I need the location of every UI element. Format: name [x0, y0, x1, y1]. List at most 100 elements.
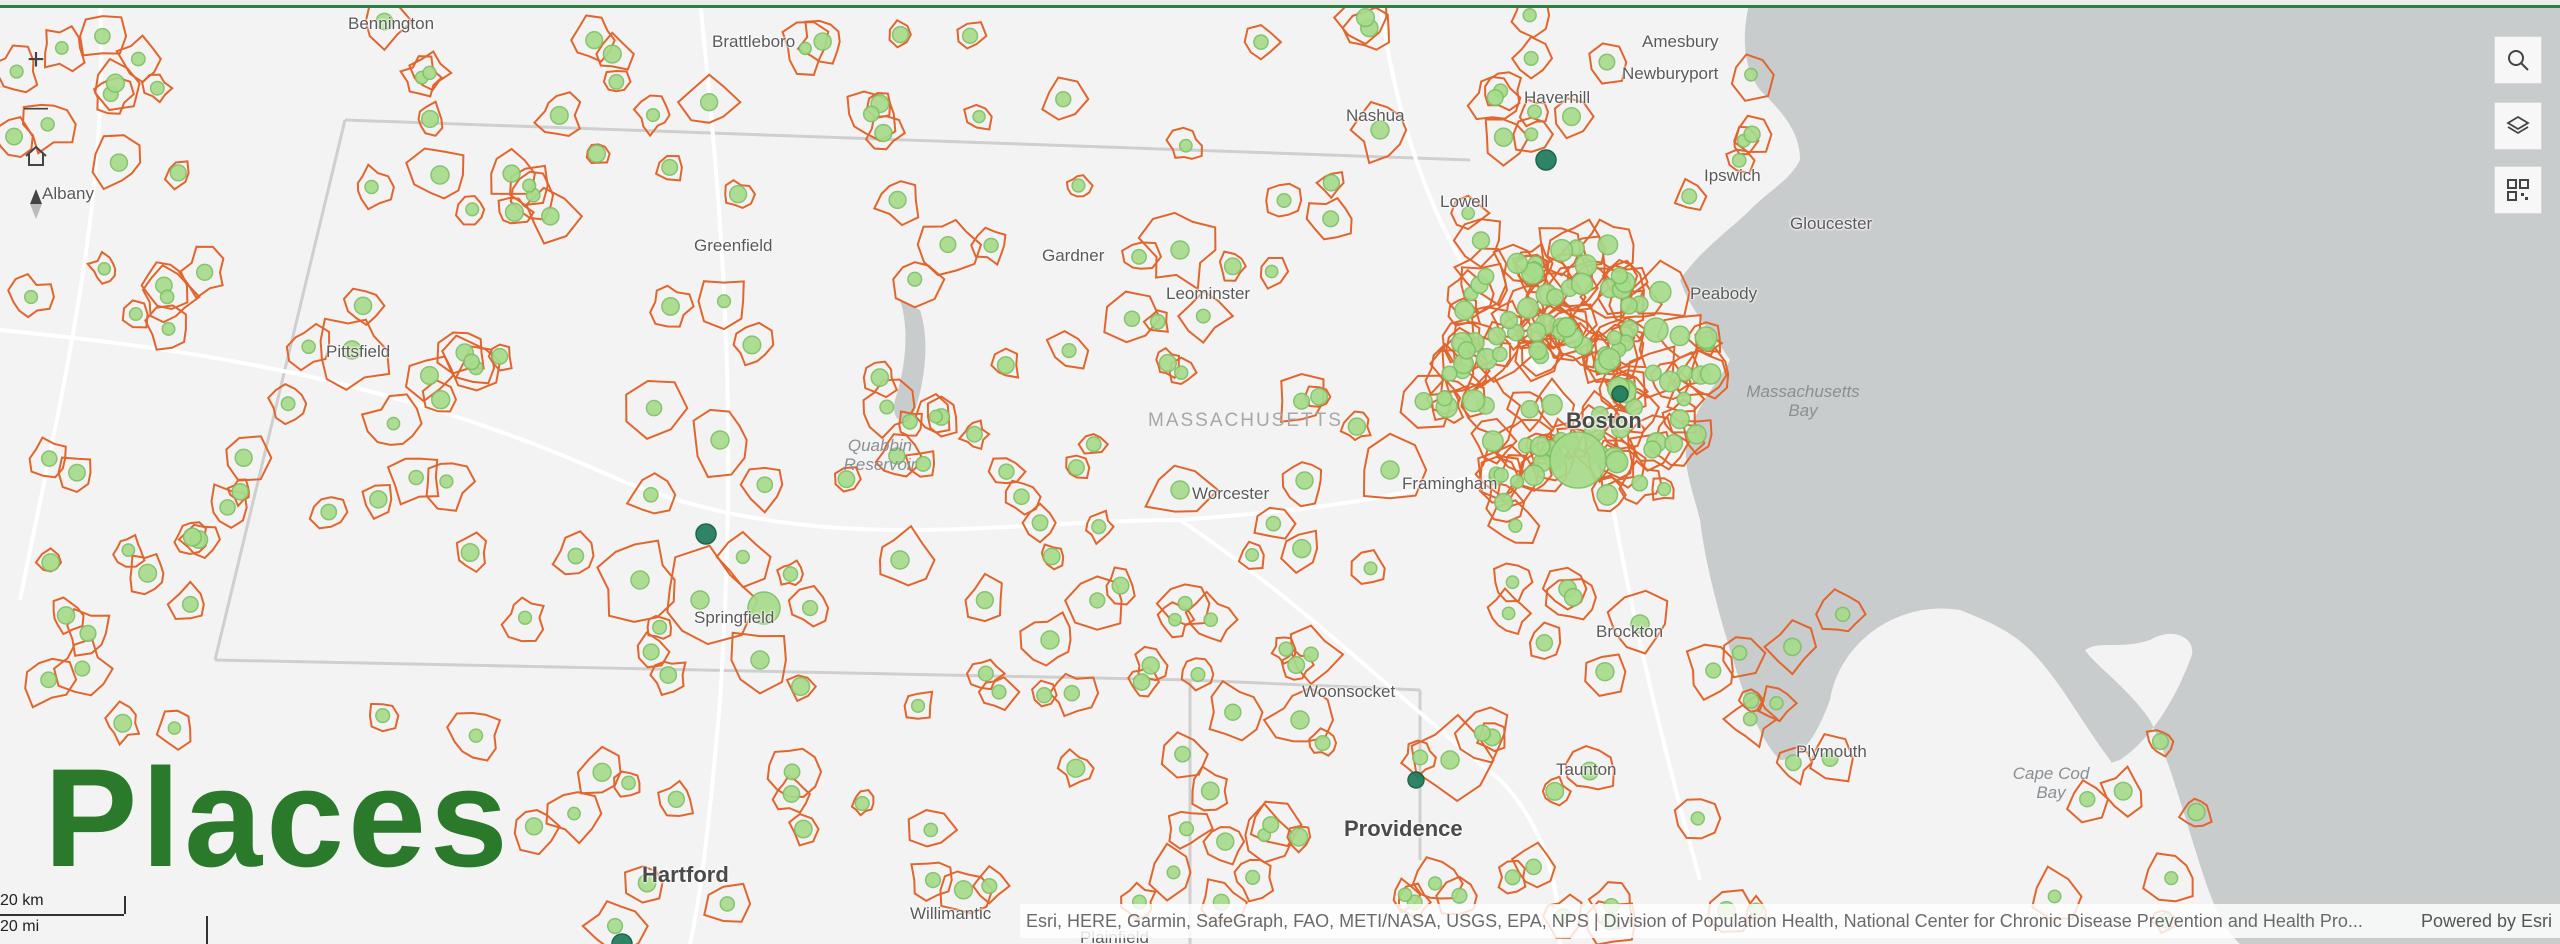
place-marker[interactable]: [1501, 606, 1516, 621]
place-marker[interactable]: [611, 933, 633, 944]
zoom-in-button[interactable]: +: [27, 43, 45, 76]
place-marker[interactable]: [813, 32, 832, 51]
place-marker[interactable]: [517, 610, 533, 625]
place-marker[interactable]: [587, 144, 607, 164]
place-marker[interactable]: [695, 523, 717, 545]
place-marker[interactable]: [1694, 326, 1718, 350]
place-marker[interactable]: [645, 107, 661, 123]
place-marker[interactable]: [1516, 296, 1540, 320]
place-marker[interactable]: [1166, 865, 1181, 880]
place-marker[interactable]: [801, 599, 819, 617]
place-marker[interactable]: [549, 105, 569, 125]
place-marker[interactable]: [1556, 317, 1577, 338]
place-marker[interactable]: [1322, 210, 1340, 228]
place-marker[interactable]: [1289, 827, 1309, 847]
place-marker[interactable]: [915, 455, 932, 472]
place-marker[interactable]: [1473, 724, 1491, 742]
place-marker[interactable]: [1504, 869, 1521, 886]
place-marker[interactable]: [1605, 450, 1629, 474]
place-marker[interactable]: [2113, 781, 2133, 801]
place-marker[interactable]: [1287, 655, 1306, 675]
place-marker[interactable]: [280, 396, 296, 412]
place-marker[interactable]: [40, 450, 58, 467]
place-marker[interactable]: [1686, 424, 1707, 445]
place-marker[interactable]: [1061, 342, 1077, 359]
place-marker[interactable]: [1546, 288, 1565, 307]
place-marker[interactable]: [1563, 587, 1583, 607]
place-marker[interactable]: [1173, 365, 1189, 380]
place-marker[interactable]: [504, 202, 525, 222]
place-marker[interactable]: [2151, 732, 2170, 751]
place-marker[interactable]: [742, 335, 762, 355]
place-marker[interactable]: [1784, 754, 1802, 772]
place-marker[interactable]: [645, 399, 663, 417]
place-marker[interactable]: [1295, 471, 1314, 490]
place-marker[interactable]: [1742, 711, 1758, 727]
place-marker[interactable]: [750, 650, 770, 670]
place-marker[interactable]: [79, 624, 97, 642]
place-marker[interactable]: [1643, 317, 1669, 343]
place-marker[interactable]: [1545, 781, 1565, 801]
place-marker[interactable]: [1264, 264, 1279, 279]
place-marker[interactable]: [1223, 257, 1242, 276]
place-marker[interactable]: [219, 499, 236, 516]
place-marker[interactable]: [1131, 248, 1147, 265]
place-marker[interactable]: [463, 353, 480, 371]
place-marker[interactable]: [9, 64, 24, 79]
place-marker[interactable]: [1407, 771, 1425, 789]
place-marker[interactable]: [1597, 234, 1619, 256]
place-marker[interactable]: [1203, 612, 1219, 628]
place-marker[interactable]: [791, 676, 811, 697]
place-marker[interactable]: [996, 356, 1015, 375]
place-marker[interactable]: [1505, 575, 1520, 590]
place-marker[interactable]: [888, 190, 907, 210]
place-marker[interactable]: [1669, 325, 1691, 347]
place-marker[interactable]: [195, 263, 214, 281]
place-marker[interactable]: [659, 666, 678, 684]
place-marker[interactable]: [540, 206, 560, 226]
place-marker[interactable]: [981, 877, 998, 895]
place-marker[interactable]: [1524, 127, 1539, 142]
place-marker[interactable]: [1769, 695, 1784, 711]
place-marker[interactable]: [1174, 745, 1191, 763]
place-marker[interactable]: [961, 27, 979, 45]
place-marker[interactable]: [1036, 687, 1053, 704]
place-marker[interactable]: [1491, 346, 1508, 363]
place-marker[interactable]: [1550, 238, 1574, 262]
place-marker[interactable]: [1089, 592, 1106, 609]
search-button[interactable]: [2494, 36, 2542, 84]
place-marker[interactable]: [1177, 595, 1193, 612]
place-marker[interactable]: [1071, 178, 1086, 193]
place-marker[interactable]: [1521, 261, 1545, 285]
place-marker[interactable]: [420, 109, 440, 129]
place-marker[interactable]: [975, 590, 995, 610]
place-marker[interactable]: [1224, 703, 1242, 721]
place-marker[interactable]: [1520, 399, 1540, 419]
place-marker[interactable]: [1314, 734, 1331, 752]
compass-button[interactable]: [12, 180, 60, 228]
place-marker[interactable]: [1290, 710, 1310, 730]
place-marker[interactable]: [1541, 393, 1563, 416]
place-marker[interactable]: [1170, 240, 1190, 260]
place-marker[interactable]: [1067, 459, 1085, 477]
place-marker[interactable]: [837, 470, 856, 489]
place-marker[interactable]: [1414, 391, 1433, 411]
place-marker[interactable]: [1042, 547, 1061, 566]
place-marker[interactable]: [54, 41, 69, 55]
place-marker[interactable]: [74, 660, 91, 677]
place-marker[interactable]: [890, 550, 910, 570]
place-marker[interactable]: [161, 321, 176, 336]
place-marker[interactable]: [888, 447, 906, 465]
place-marker[interactable]: [719, 896, 736, 912]
place-marker[interactable]: [1168, 612, 1182, 627]
place-marker[interactable]: [716, 294, 732, 309]
place-marker[interactable]: [1158, 353, 1178, 373]
place-marker[interactable]: [630, 570, 650, 590]
home-button[interactable]: [12, 132, 60, 180]
place-marker[interactable]: [1643, 440, 1662, 459]
place-marker[interactable]: [1111, 576, 1130, 595]
place-marker[interactable]: [879, 399, 895, 415]
place-marker[interactable]: [1123, 310, 1141, 328]
place-marker[interactable]: [40, 671, 57, 689]
place-marker[interactable]: [1085, 436, 1102, 453]
